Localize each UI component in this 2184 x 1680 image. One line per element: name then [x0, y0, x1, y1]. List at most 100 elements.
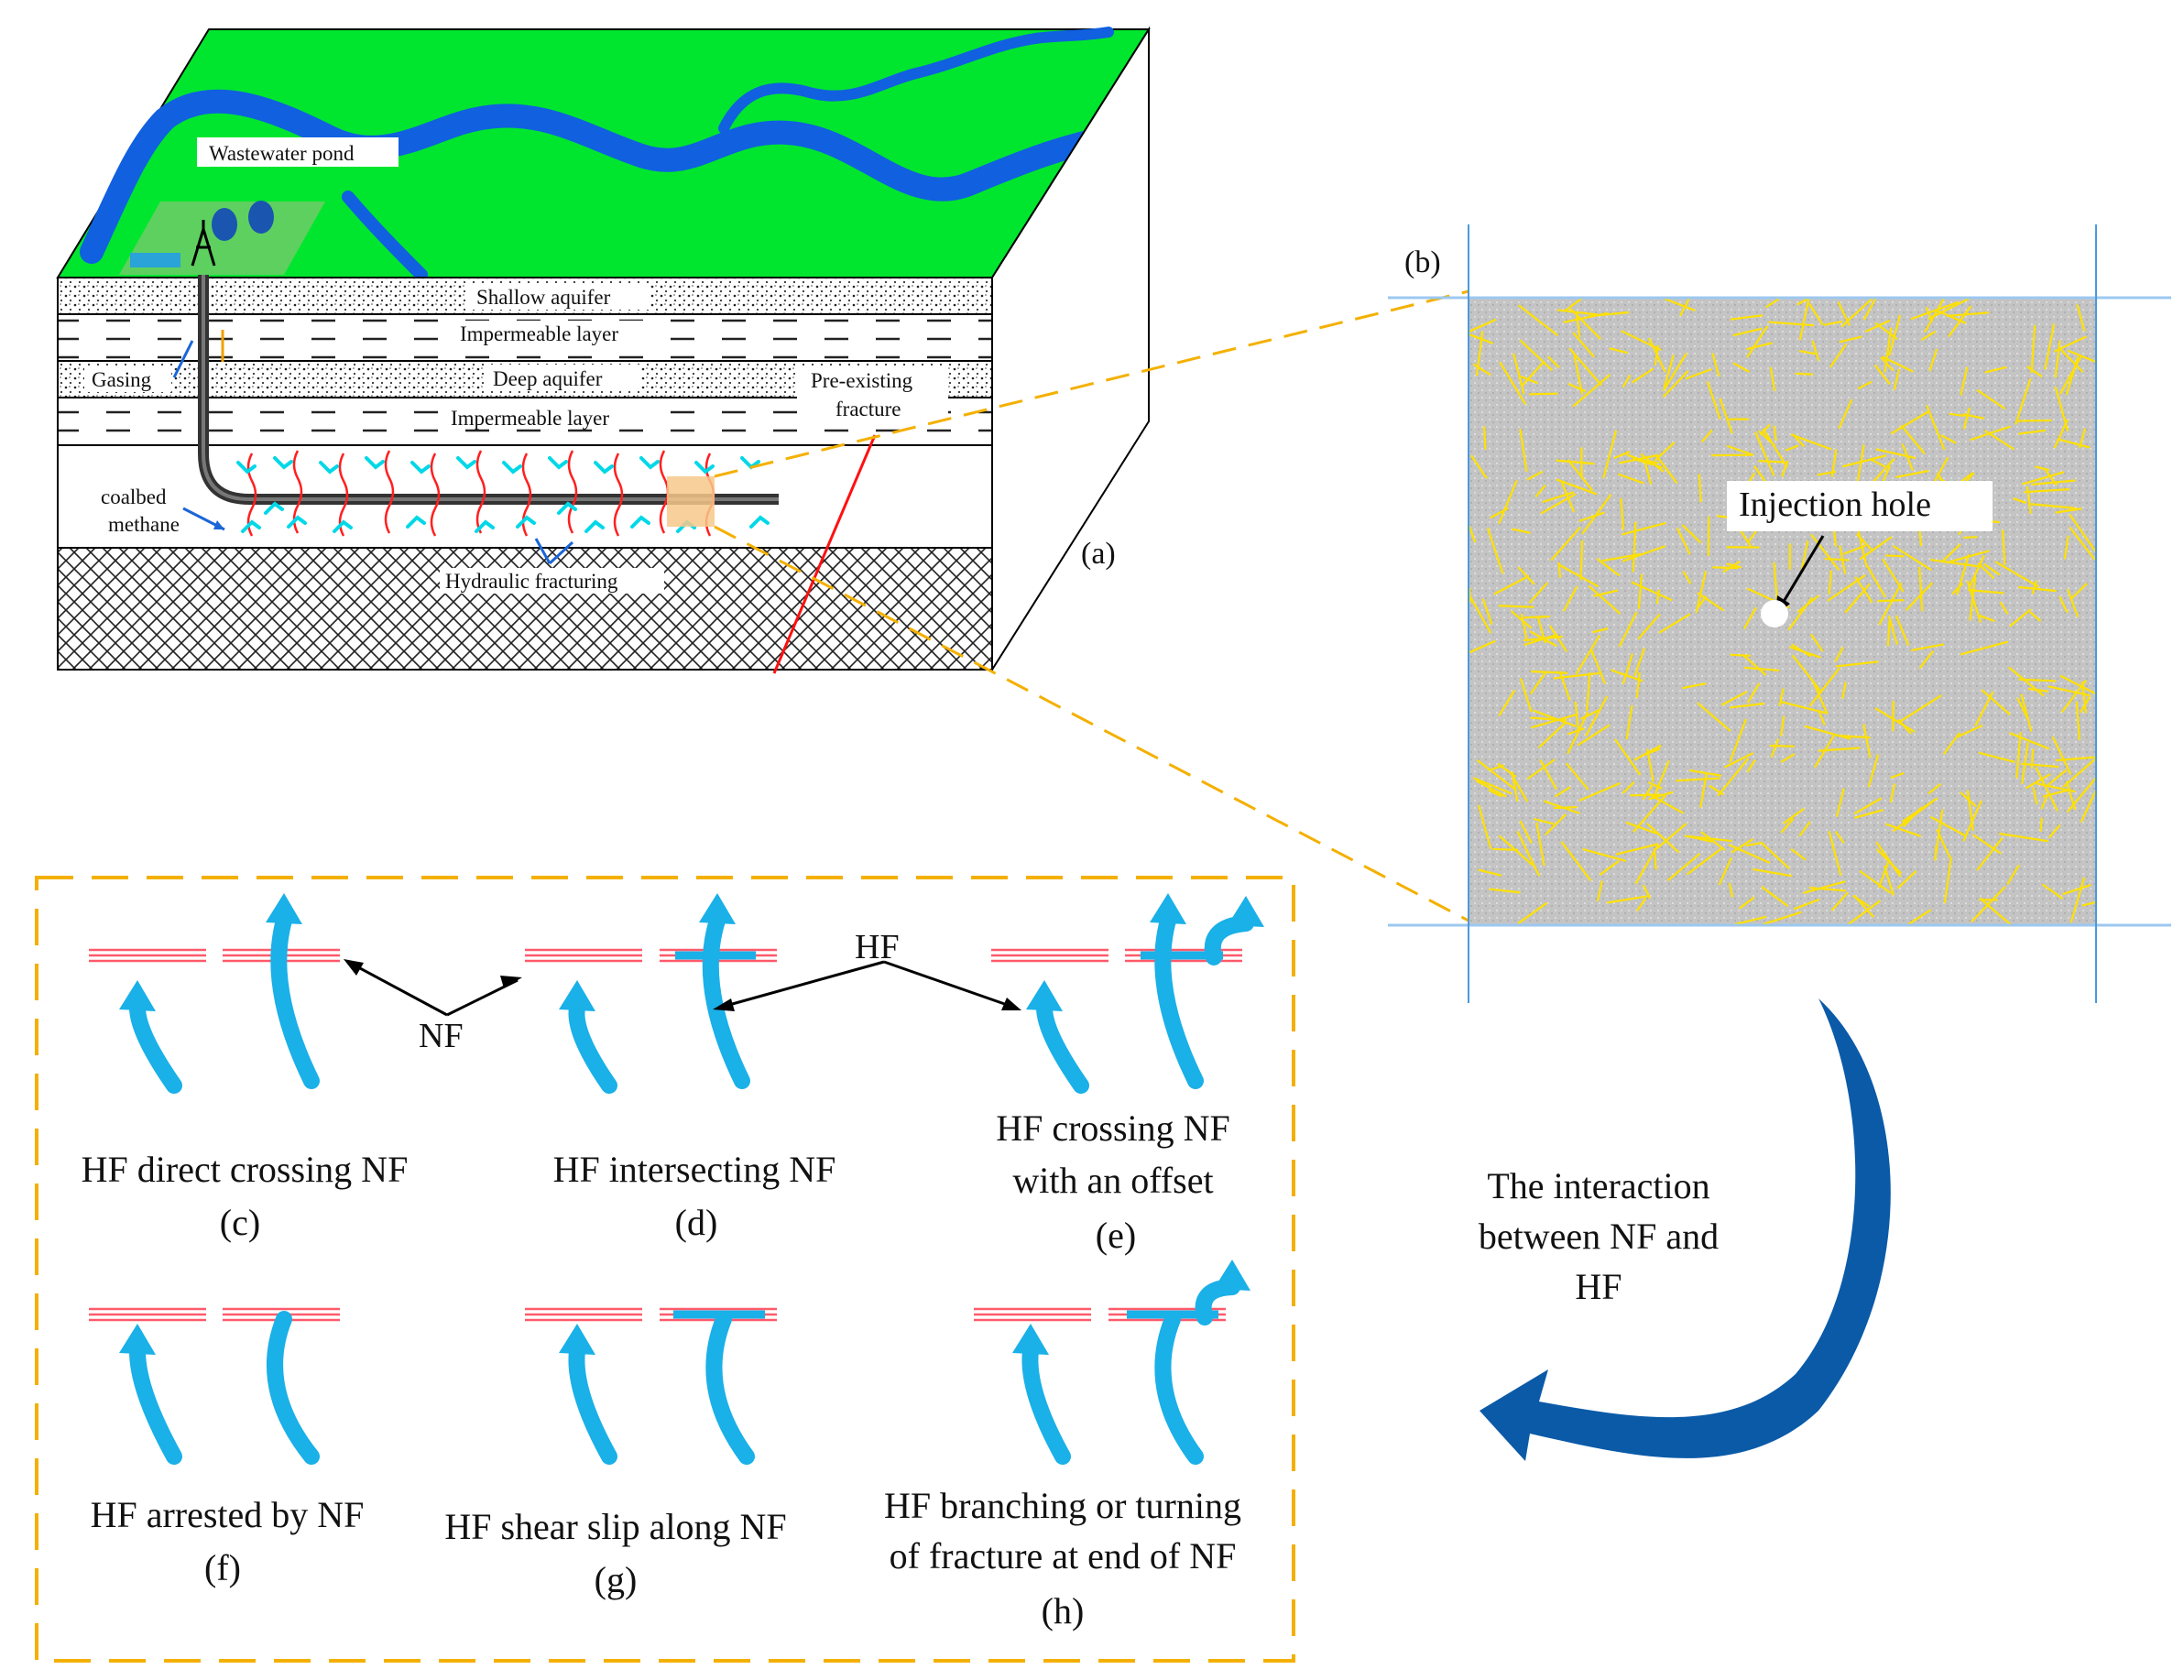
natural-fracture	[1834, 646, 1844, 662]
natural-fracture	[1606, 895, 1648, 904]
natural-fracture	[1617, 473, 1644, 485]
natural-fracture	[1609, 347, 1628, 355]
natural-fracture	[1654, 453, 1678, 485]
natural-fracture	[1564, 297, 1584, 312]
natural-fracture	[1573, 355, 1584, 395]
natural-fracture	[2081, 900, 2097, 907]
natural-fracture	[1519, 429, 1528, 473]
natural-fracture	[1810, 533, 1840, 572]
label-fracture: fracture	[835, 398, 901, 420]
natural-fracture	[2008, 666, 2045, 697]
natural-fracture	[1655, 823, 1687, 850]
natural-fracture	[1558, 671, 1571, 701]
natural-fracture	[1482, 426, 1487, 450]
natural-fracture	[1918, 650, 1935, 670]
natural-fracture	[1877, 860, 1890, 889]
natural-fracture	[1596, 558, 1621, 577]
natural-fracture	[1621, 521, 1666, 536]
natural-fracture	[1818, 747, 1861, 752]
natural-fracture	[1934, 809, 1944, 859]
natural-fracture	[1640, 453, 1665, 473]
natural-fracture	[1785, 444, 1799, 452]
natural-fracture	[1758, 460, 1785, 464]
natural-fracture	[1946, 311, 1990, 318]
natural-fracture	[1846, 900, 1882, 926]
natural-fracture	[1468, 593, 1492, 634]
natural-fracture	[1796, 595, 1819, 614]
natural-fracture	[1632, 521, 1637, 573]
natural-fracture	[1838, 398, 1853, 430]
natural-fracture	[1654, 442, 1676, 462]
natural-fracture	[1472, 777, 1512, 795]
natural-fracture	[1949, 412, 1965, 418]
zoom-connector-bottom	[714, 525, 1469, 922]
natural-fracture	[1745, 841, 1763, 847]
natural-fracture	[1567, 711, 1589, 755]
natural-fracture-symbol	[525, 1307, 642, 1322]
natural-fracture	[1795, 372, 1813, 376]
natural-fracture	[1662, 370, 1689, 398]
natural-fracture	[1523, 633, 1558, 647]
natural-fracture	[1760, 911, 1802, 927]
natural-fracture	[1979, 897, 2013, 926]
gasing-pointer-arrow	[172, 340, 194, 378]
natural-fracture	[1830, 449, 1838, 477]
natural-fracture	[1512, 528, 1531, 534]
interaction-curved-arrow	[1480, 998, 1891, 1461]
natural-fracture	[1592, 627, 1609, 634]
natural-fracture	[2075, 701, 2080, 741]
natural-fracture	[1697, 595, 1708, 609]
natural-fracture	[1778, 688, 1785, 706]
natural-fracture	[1686, 847, 1722, 876]
natural-fracture	[1539, 759, 1557, 791]
natural-fracture	[2040, 795, 2048, 810]
natural-fracture	[1960, 640, 2009, 656]
natural-fracture	[1563, 311, 1609, 324]
natural-fracture	[1808, 886, 1847, 892]
interaction-line-1: The interaction	[1487, 1165, 1709, 1206]
natural-fracture	[1790, 433, 1832, 451]
natural-fracture	[1970, 425, 2011, 442]
natural-fracture	[1478, 804, 1492, 849]
natural-fracture	[1578, 781, 1621, 802]
natural-fracture	[1613, 451, 1631, 460]
natural-fracture	[1951, 583, 1964, 595]
natural-fracture	[1967, 554, 1985, 590]
natural-fracture	[1971, 886, 2006, 923]
natural-fracture	[1856, 444, 1865, 483]
natural-fracture	[1717, 757, 1750, 797]
label-impermeable-layer-2: Impermeable layer	[451, 407, 609, 430]
sample-region	[667, 476, 715, 527]
natural-fracture	[1791, 643, 1812, 658]
methane-flow-marks	[236, 456, 770, 533]
natural-fracture	[1622, 780, 1635, 794]
natural-fracture	[1512, 353, 1525, 395]
case-h-line1: HF branching or turning	[884, 1485, 1241, 1526]
pond-tank-3	[248, 201, 274, 234]
natural-fracture	[1897, 718, 1912, 735]
natural-fracture	[1662, 353, 1687, 392]
natural-fracture	[1631, 367, 1654, 384]
natural-fracture	[1581, 494, 1612, 535]
natural-fracture	[1519, 678, 1533, 713]
block-side-face	[991, 26, 1150, 673]
natural-fractures	[1468, 296, 2097, 927]
natural-fracture	[1880, 356, 1895, 372]
natural-fracture	[1519, 820, 1533, 845]
natural-fracture	[1647, 792, 1685, 814]
natural-fracture	[2020, 693, 2033, 732]
natural-fracture	[1498, 835, 1534, 867]
hf-arrow	[559, 1324, 617, 1465]
natural-fracture	[1730, 314, 1764, 321]
natural-fracture	[2024, 488, 2070, 494]
natural-fracture	[1676, 777, 1720, 782]
natural-fracture	[1761, 842, 1790, 870]
natural-fracture	[1976, 836, 2004, 871]
natural-fracture	[1687, 835, 1713, 843]
case-d-line1: HF intersecting NF	[553, 1149, 836, 1190]
natural-fracture	[1560, 841, 1592, 882]
natural-fracture	[1588, 584, 1622, 615]
label-hf: HF	[855, 928, 900, 966]
hf-branch-arrow	[1204, 896, 1264, 965]
